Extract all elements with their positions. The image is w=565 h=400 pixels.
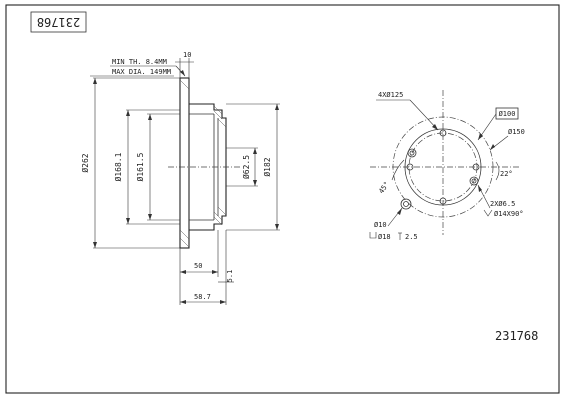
max-diameter-label: MAX DIA. 149MM xyxy=(112,68,171,76)
bolt-hole-right xyxy=(472,163,480,171)
bolt-pattern-label: 4XØ125 xyxy=(378,91,403,99)
drawing-frame xyxy=(5,4,560,394)
part-number-box-rotated: 231768 xyxy=(30,11,87,33)
bolt-hole-bottom xyxy=(439,197,447,205)
pcd-label: Ø150 xyxy=(508,128,525,136)
center-hole-label: Ø100 xyxy=(499,110,516,118)
countersink-label: Ø14X90° xyxy=(494,210,524,218)
countersunk-hole-right xyxy=(469,176,479,186)
bolt-hole-top xyxy=(439,129,447,137)
center-hole-box xyxy=(495,107,519,120)
ring-hole-label: Ø10 xyxy=(374,221,387,229)
outer-ring-hole xyxy=(400,198,412,210)
countersink-symbol xyxy=(483,209,493,217)
hub-diameter-label: Ø161.5 xyxy=(135,152,145,181)
small-holes-label: 2XØ6.5 xyxy=(490,200,515,208)
section-hatch xyxy=(179,79,227,248)
counterbore-label: Ø18 xyxy=(378,233,391,241)
bolt-circle xyxy=(408,132,478,202)
pitch-circle xyxy=(392,116,494,218)
outer-diameter-label: Ø262 xyxy=(80,153,90,172)
countersunk-hole-upper xyxy=(407,148,417,158)
part-number: 231768 xyxy=(495,329,538,343)
angle-45-label: 45° xyxy=(377,180,391,195)
bolt-pattern-view: 4XØ125 Ø100 Ø150 22° 45° 2XØ6.5 Ø14X90° … xyxy=(369,90,525,241)
section-view: 10 MIN TH. 8.4MM MAX DIA. 149MM Ø262 Ø16… xyxy=(80,51,280,305)
friction-ring-outline xyxy=(179,77,190,249)
hub-circle xyxy=(404,128,482,206)
overall-height-label: 58.7 xyxy=(194,293,211,301)
part-number-rotated: 231768 xyxy=(37,15,80,29)
friction-inner-diameter-label: Ø168.1 xyxy=(113,152,123,181)
bolt-hole-left xyxy=(406,163,414,171)
flange-label: 5.1 xyxy=(226,270,234,283)
hub-face-diameter-label: Ø182 xyxy=(262,157,272,176)
center-bore-diameter-label: Ø62.5 xyxy=(241,155,251,179)
counterbore-depth-label: 2.5 xyxy=(405,233,418,241)
angle-small-label: 22° xyxy=(500,170,513,178)
counterbore-callout: Ø18 2.5 xyxy=(369,232,418,241)
min-thickness-label: MIN TH. 8.4MM xyxy=(112,58,167,66)
thickness-label: 10 xyxy=(183,51,191,59)
depth-label: 50 xyxy=(194,262,202,270)
